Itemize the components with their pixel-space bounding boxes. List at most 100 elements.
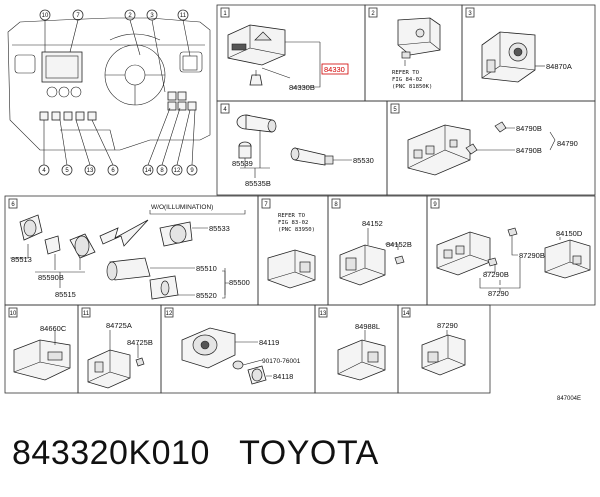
part-84660C[interactable]: 84660C (40, 324, 67, 333)
overview-callout-11: 11 (177, 9, 189, 21)
part-85533[interactable]: 85533 (209, 224, 230, 233)
svg-text:6: 6 (11, 202, 15, 208)
svg-text:4: 4 (42, 168, 46, 174)
svg-text:8: 8 (160, 168, 164, 174)
part-85530[interactable]: 85530 (353, 156, 374, 165)
svg-text:5: 5 (393, 107, 397, 113)
svg-text:2: 2 (128, 13, 132, 19)
overview-callout-12: 12 (171, 164, 183, 176)
svg-text:12: 12 (166, 311, 173, 317)
overview-callout-10: 10 (39, 9, 51, 21)
overview-callout-5: 5 (61, 164, 73, 176)
mirror-switch (481, 31, 536, 83)
caption-part-number: 843320K010 (12, 434, 210, 472)
svg-text:13: 13 (87, 168, 94, 174)
svg-text:14: 14 (403, 311, 410, 317)
part-87290B-a[interactable]: 87290B (519, 251, 545, 260)
parts-diagram: 10 7 2 3 11 4 5 13 6 14 8 12 9 1 84330 8… (4, 4, 596, 394)
overview-display (41, 51, 83, 83)
switch-84150D (544, 239, 591, 279)
part-84330B[interactable]: 84330B (289, 83, 315, 92)
part-84150D[interactable]: 84150D (556, 229, 583, 238)
part-84725A[interactable]: 84725A (106, 321, 132, 330)
svg-text:6: 6 (111, 168, 115, 174)
part-90170-76001[interactable]: 90170-76001 (262, 358, 301, 365)
panel-9: 9 87290B 87290B 87290 84150D (426, 195, 596, 306)
svg-text:8: 8 (334, 202, 338, 208)
part-87290-panel14[interactable]: 87290 (437, 321, 458, 330)
svg-text:11: 11 (180, 13, 187, 19)
overview-callout-7: 7 (72, 9, 84, 21)
svg-text:1: 1 (223, 11, 227, 17)
panel-7: 7 REFER TO FIG 83-02 (PNC 83950) (257, 195, 329, 306)
note-line-1: REFER TO (392, 70, 420, 76)
switch-84725A (87, 349, 131, 389)
part-84725B[interactable]: 84725B (127, 338, 153, 347)
note-line-2: FIG 84-02 (392, 77, 422, 83)
note7-line-3: (PNC 83950) (278, 227, 315, 233)
part-84330[interactable]: 84330 (321, 63, 349, 75)
cigarette-lighter (294, 147, 326, 166)
svg-text:11: 11 (83, 311, 90, 317)
panel-2: 2 REFER TO FIG 84-02 (PNC 81850K) (364, 4, 463, 102)
direction-arrow (99, 219, 149, 247)
svg-text:10: 10 (42, 13, 49, 19)
svg-text:84330: 84330 (324, 65, 345, 74)
panel-11: 11 84725A 84725B (77, 304, 162, 394)
panel-14: 14 87290 (397, 304, 491, 394)
dashboard-overview: 10 7 2 3 11 4 5 13 6 14 8 12 9 (7, 9, 211, 176)
overview-callout-8: 8 (156, 164, 168, 176)
part-85515[interactable]: 85515 (55, 290, 76, 299)
svg-text:9: 9 (190, 168, 194, 174)
part-84119[interactable]: 84119 (259, 338, 279, 347)
part-85513[interactable]: 85513 (11, 255, 32, 264)
overview-callout-4: 4 (38, 164, 50, 176)
panel-6: 6 W/O(ILLUMINATION) 85513 85590B 85515 8… (4, 195, 259, 306)
note7-line-1: REFER TO (278, 213, 306, 219)
svg-text:3: 3 (150, 13, 154, 19)
part-85539[interactable]: 85539 (232, 159, 253, 168)
svg-text:5: 5 (65, 168, 69, 174)
caption-brand: TOYOTA (239, 434, 379, 472)
part-85500[interactable]: 85500 (229, 278, 250, 287)
panel-3: 3 84870A (461, 4, 596, 102)
svg-text:9: 9 (433, 202, 437, 208)
part-87290B-b[interactable]: 87290B (483, 270, 509, 279)
part-84118[interactable]: 84118 (273, 372, 293, 381)
part-84152[interactable]: 84152 (362, 219, 383, 228)
svg-text:14: 14 (145, 168, 152, 174)
overview-callout-13: 13 (84, 164, 96, 176)
panel-4: 4 85539 85535B 85530 (216, 100, 388, 196)
part-87290[interactable]: 87290 (488, 289, 509, 298)
part-85535B[interactable]: 85535B (245, 179, 271, 188)
part-84988L[interactable]: 84988L (355, 322, 380, 331)
svg-text:12: 12 (174, 168, 181, 174)
overview-callout-9: 9 (186, 164, 198, 176)
part-84152B[interactable]: 84152B (386, 240, 412, 249)
overview-switch (39, 111, 49, 121)
note7-line-2: FIG 83-02 (278, 220, 308, 226)
svg-text:10: 10 (10, 311, 17, 317)
catalog-code: 847004E (557, 396, 582, 402)
part-84790[interactable]: 84790 (557, 139, 578, 148)
panel-12: 12 84119 90170-76001 84118 (160, 304, 316, 394)
part-85520[interactable]: 85520 (196, 291, 217, 300)
without-illumination-note: W/O(ILLUMINATION) (151, 204, 213, 211)
part-84870A[interactable]: 84870A (546, 62, 572, 71)
overview-callout-3: 3 (146, 9, 158, 21)
panel-13: 13 84988L (314, 304, 399, 394)
overview-callout-2: 2 (124, 9, 136, 21)
panel-1: 1 84330 84330B (216, 4, 366, 102)
panel-5: 5 84790B 84790B 84790 (386, 100, 596, 196)
overview-callout-14: 14 (142, 164, 154, 176)
part-85510[interactable]: 85510 (196, 264, 217, 273)
svg-text:7: 7 (76, 13, 80, 19)
part-84790B-b[interactable]: 84790B (516, 146, 542, 155)
panel-10: 10 84660C (4, 304, 79, 394)
panel-8: 8 84152 84152B (327, 195, 428, 306)
part-85590B[interactable]: 85590B (38, 273, 64, 282)
part-caption: 843320K010 TOYOTA (12, 434, 379, 473)
svg-text:7: 7 (264, 202, 268, 208)
svg-text:3: 3 (468, 11, 472, 17)
part-84790B-a[interactable]: 84790B (516, 124, 542, 133)
